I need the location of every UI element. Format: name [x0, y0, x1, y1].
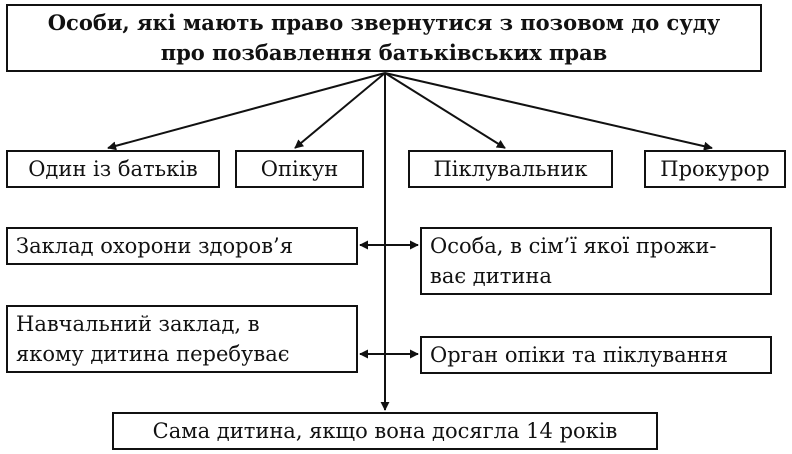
- arrow-to-guardian: [294, 72, 386, 149]
- title-line-2: про позбавлення батьківських прав: [160, 40, 608, 65]
- box-health-facility: Заклад охорони здоров’я: [6, 227, 358, 265]
- box-guardian: Опікун: [235, 150, 364, 188]
- arrow-to-prosecutor: [384, 72, 713, 151]
- family-person-line-2: ває дитина: [430, 264, 552, 288]
- box-guardianship-body: Орган опіки та піклування: [420, 336, 772, 374]
- diagram-title: Особи, які мають право звернутися з позо…: [6, 4, 762, 72]
- box-child: Сама дитина, якщо вона досягла 14 років: [112, 412, 658, 450]
- box-school: Навчальний заклад, в якому дитина перебу…: [6, 305, 358, 373]
- arrow-to-trustee: [384, 72, 506, 149]
- school-line-1: Навчальний заклад, в: [16, 312, 260, 336]
- school-line-2: якому дитина перебуває: [16, 342, 290, 366]
- box-family-person: Особа, в сім’ї якої прожи- ває дитина: [420, 227, 772, 295]
- box-prosecutor: Прокурор: [644, 150, 786, 188]
- box-parent: Один із батьків: [6, 150, 220, 188]
- arrow-to-parent: [107, 72, 386, 151]
- box-trustee: Піклувальник: [408, 150, 613, 188]
- family-person-line-1: Особа, в сім’ї якої прожи-: [430, 234, 717, 258]
- title-line-1: Особи, які мають право звернутися з позо…: [47, 10, 721, 35]
